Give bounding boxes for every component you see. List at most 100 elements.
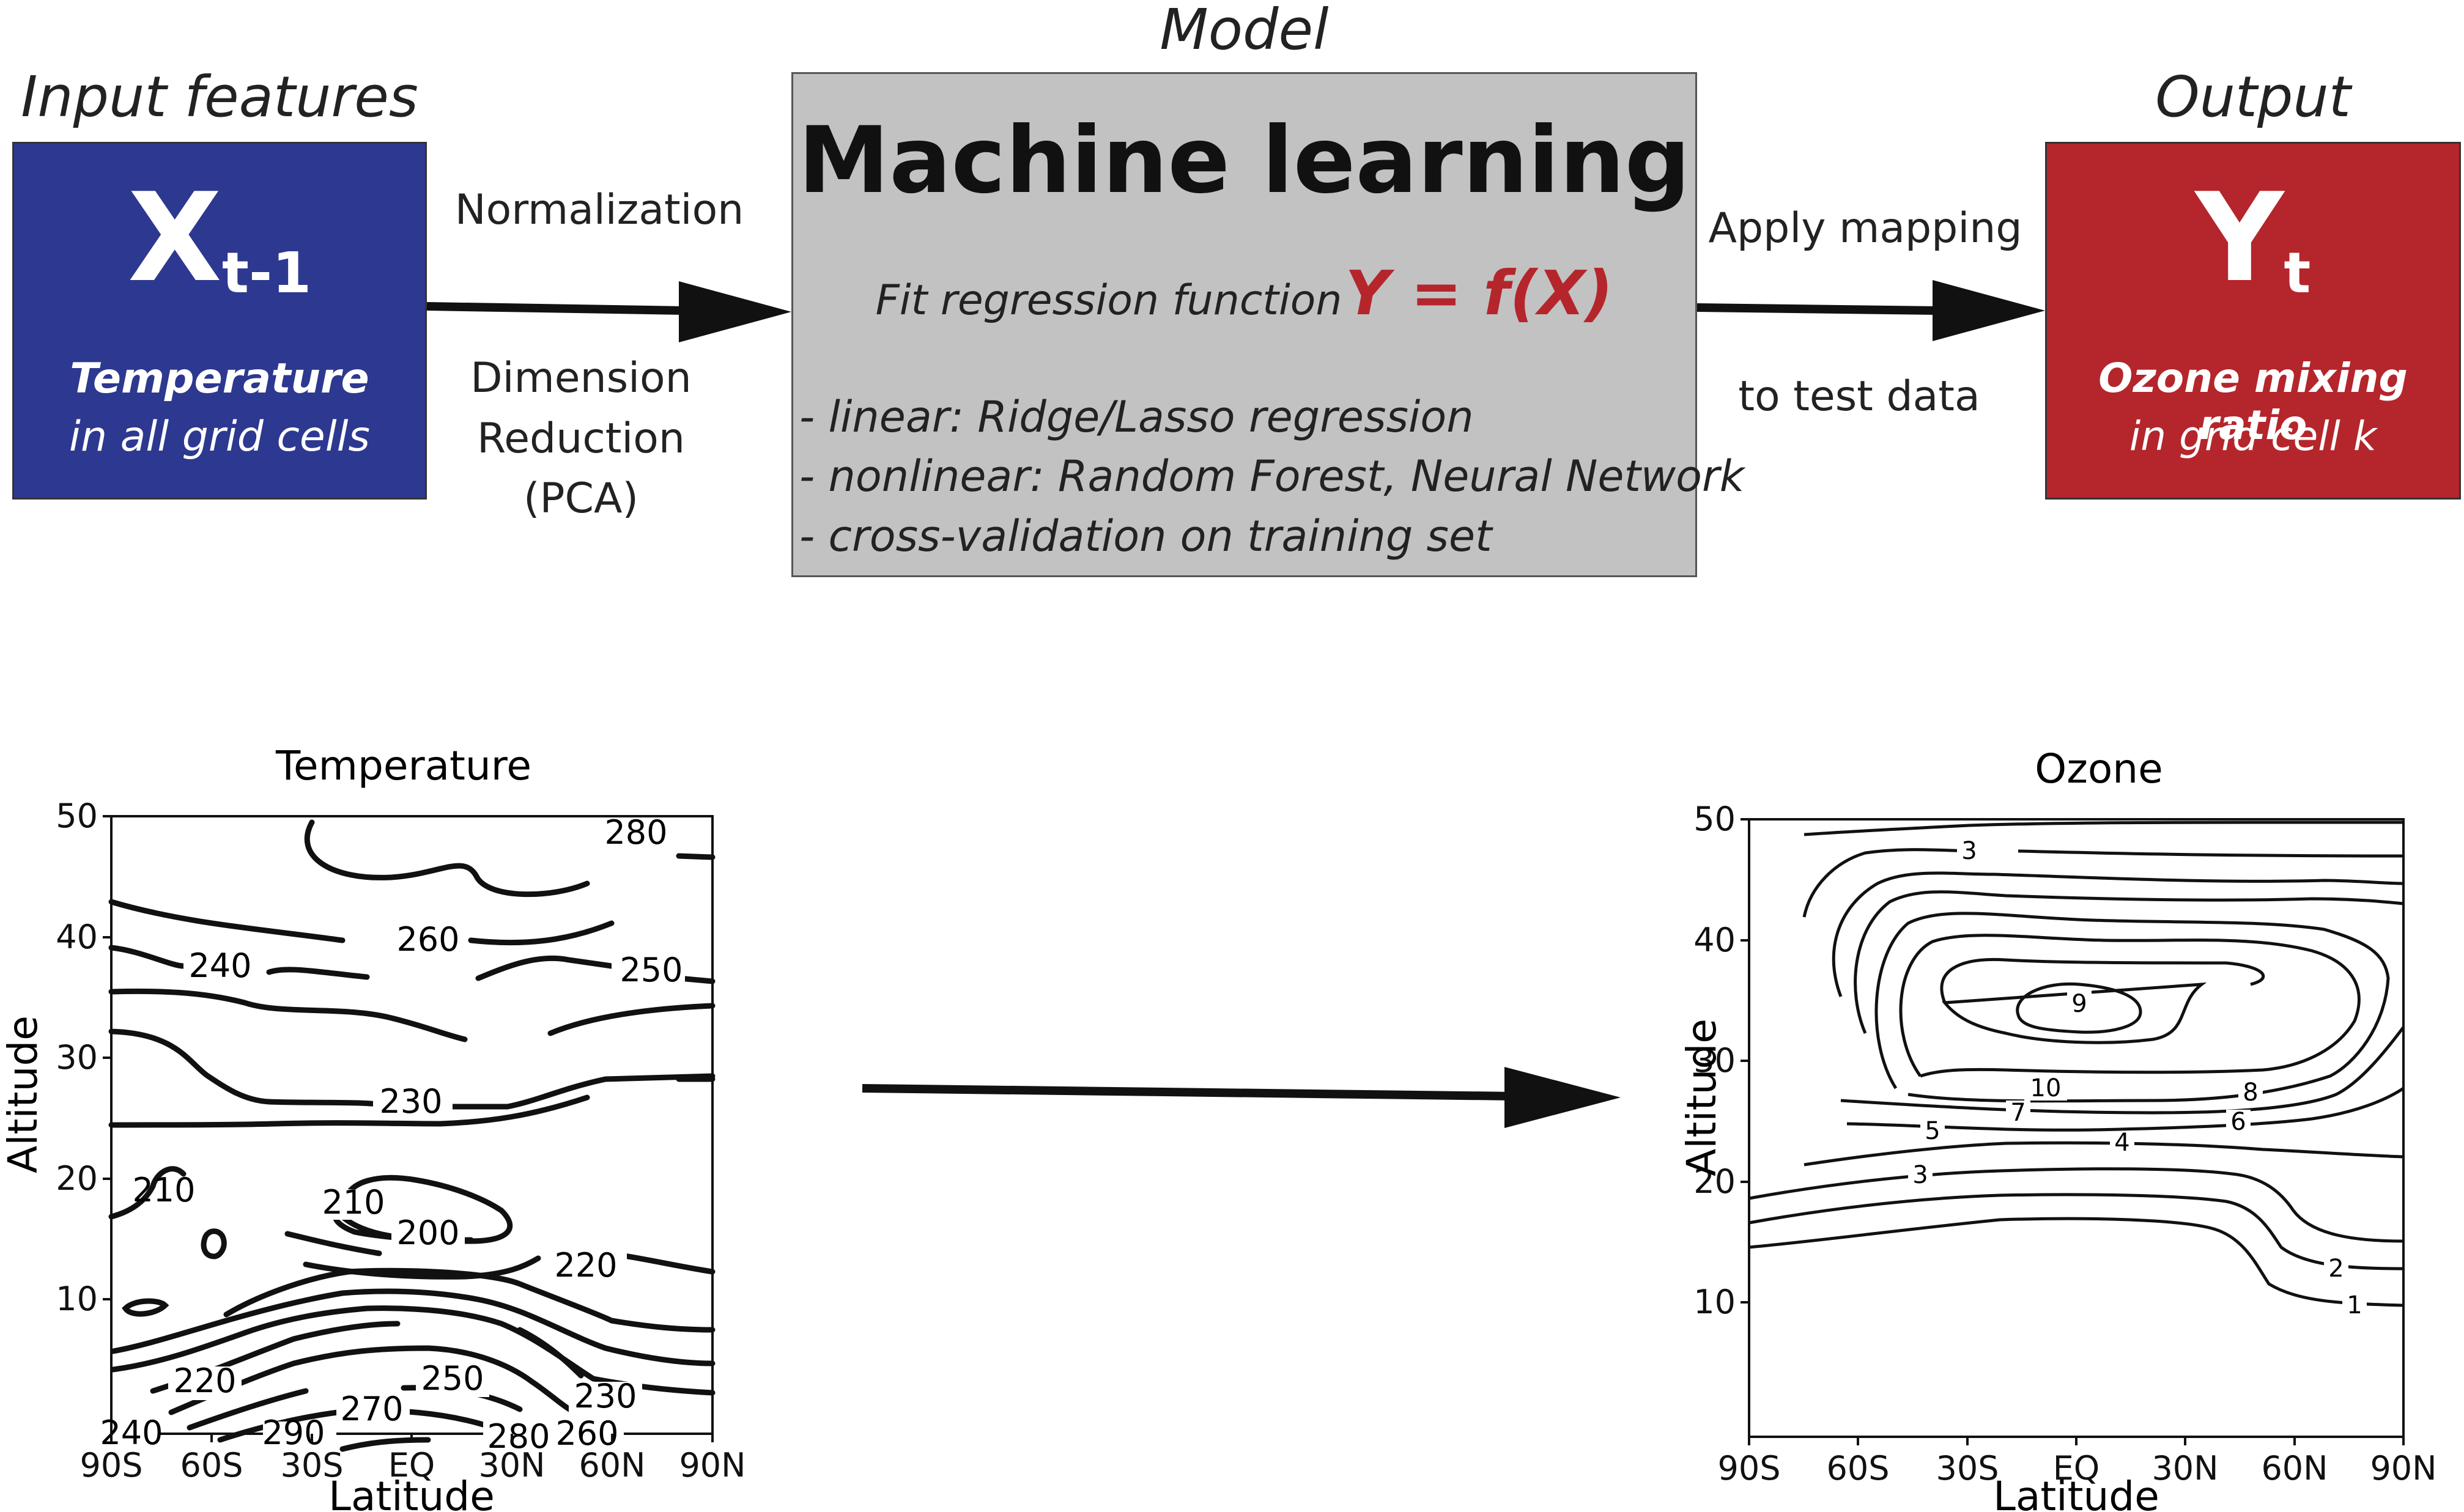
- output-box: Yt Ozone mixing ratio in grid cell k: [2045, 142, 2461, 500]
- model-header: Model: [1160, 0, 1329, 62]
- ozone-label-5: 5: [1925, 1117, 1940, 1145]
- temp-contour-small-loop: [201, 1228, 227, 1259]
- temp-ytick-40: 40: [56, 918, 98, 956]
- model-bullet-3: - cross-validation on training set: [799, 511, 1492, 561]
- arrow1-label-above: Normalization: [454, 186, 744, 234]
- temp-xtick-EQ: EQ: [388, 1446, 435, 1484]
- ozone-label-10: 10: [2030, 1074, 2062, 1102]
- ozone-label-2: 2: [2328, 1255, 2344, 1283]
- input-subscript: t-1: [222, 240, 312, 306]
- temp-xtick-marks: [110, 1434, 714, 1442]
- ozone-xtick-60S: 60S: [1827, 1449, 1890, 1488]
- ozone-contour-outer-1: [1802, 848, 2404, 918]
- temp-xtick-30N: 30N: [478, 1446, 545, 1484]
- ozone-label-8: 8: [2243, 1079, 2258, 1107]
- ozone-label-3-top: 3: [1961, 837, 1977, 865]
- temp-contour-230: [108, 1028, 716, 1110]
- output-line2: in grid cell k: [2129, 413, 2377, 460]
- temp-xlabel: Latitude: [328, 1473, 495, 1512]
- temp-contour-200: [331, 1175, 513, 1244]
- temp-label-230: 230: [379, 1082, 442, 1121]
- ozone-contour-outer-3: [1854, 890, 2404, 1034]
- ozone-contour-1: [1748, 1217, 2404, 1307]
- temp-ytick-10: 10: [56, 1280, 98, 1318]
- temp-label-270: 270: [340, 1390, 403, 1428]
- temp-contour-210-top: [108, 1076, 716, 1128]
- ozone-xtick-30N: 30N: [2151, 1449, 2218, 1488]
- model-box: Machine learning Fit regression function…: [791, 72, 1744, 577]
- arrow3-shaft: [862, 1084, 1517, 1101]
- arrow1-below-line1: Dimension: [470, 354, 692, 402]
- ozone-xtick-marks: [1748, 1437, 2405, 1445]
- ozone-ytick-50: 50: [1693, 800, 1736, 838]
- ozone-label-1: 1: [2347, 1291, 2362, 1319]
- temp-contour-210-left: [108, 1166, 187, 1220]
- ozone-contours: [1748, 821, 2405, 1307]
- ozone-label-7: 7: [2010, 1099, 2026, 1127]
- temp-label-260-lower: 260: [555, 1414, 618, 1453]
- temp-label-280-top: 280: [604, 813, 667, 852]
- ozone-ytick-marks: [1741, 818, 1749, 1304]
- ozone-ytick-20: 20: [1693, 1162, 1736, 1201]
- arrow3-head: [1504, 1067, 1621, 1128]
- temp-contour-240: [108, 988, 716, 1042]
- temp-contour-280: [304, 819, 716, 898]
- temp-label-250-lower: 250: [421, 1359, 484, 1398]
- input-symbol: X: [127, 167, 222, 309]
- ozone-contour-8: [1874, 912, 2390, 1103]
- temp-contour-small-loop2: [122, 1298, 169, 1317]
- temp-label-260: 260: [396, 920, 459, 959]
- temp-label-290: 290: [262, 1414, 325, 1452]
- arrow2-shaft: [1696, 303, 1939, 315]
- temp-label-220-right: 220: [554, 1246, 617, 1285]
- output-subscript: t: [2284, 240, 2311, 306]
- ozone-label-4: 4: [2114, 1129, 2129, 1157]
- temp-contours: [108, 819, 716, 1452]
- ozone-contour-outer-2: [1832, 871, 2404, 997]
- temp-label-230-lower: 230: [574, 1377, 637, 1415]
- ozone-xtick-90S: 90S: [1718, 1449, 1781, 1488]
- temp-label-280-lower: 280: [487, 1417, 550, 1456]
- temp-xtick-90N: 90N: [679, 1446, 745, 1484]
- arrow2-label-below: to test data: [1738, 372, 1980, 421]
- ozone-ytick-40: 40: [1693, 921, 1736, 959]
- temp-ytick-20: 20: [56, 1159, 98, 1198]
- model-bullet-1: - linear: Ridge/Lasso regression: [799, 392, 1474, 442]
- temp-ytick-30: 30: [56, 1038, 98, 1077]
- temp-contour-220-mid: [303, 1255, 541, 1280]
- ozone-ylabel: Altitude: [1678, 1019, 1725, 1176]
- arrow1-below-line2: Reduction: [477, 414, 685, 463]
- fit-text: Fit regression function: [875, 276, 1342, 325]
- temp-xtick-90S: 90S: [80, 1446, 143, 1484]
- input-line1: Temperature: [70, 355, 369, 403]
- temp-label-220-left: 220: [173, 1362, 236, 1400]
- ozone-label-6: 6: [2230, 1108, 2246, 1136]
- temp-chart-title: Temperature: [275, 746, 531, 789]
- temperature-chart: Temperature 280 260 240 250 230 210 210: [0, 746, 746, 1512]
- temp-xtick-60S: 60S: [180, 1446, 243, 1484]
- ozone-xtick-90N: 90N: [2370, 1449, 2436, 1488]
- ozone-contour-2: [1748, 1193, 2404, 1270]
- input-header: Input features: [21, 64, 418, 130]
- output-symbol: Y: [2195, 167, 2284, 309]
- temp-ylabel: Altitude: [0, 1016, 46, 1173]
- fit-equation: Y = f(X): [1345, 257, 1613, 329]
- arrow1-shaft: [426, 302, 686, 315]
- temp-label-210-left: 210: [132, 1171, 195, 1209]
- ozone-xlabel: Latitude: [1993, 1473, 2159, 1512]
- ozone-contour-9: [1940, 957, 2265, 1044]
- ozone-label-9: 9: [2071, 990, 2087, 1018]
- input-line2: in all grid cells: [69, 413, 370, 461]
- temp-xtick-30S: 30S: [281, 1446, 344, 1484]
- temp-contour-220-left: [223, 1267, 716, 1333]
- temp-contour-260-lower: [168, 1345, 578, 1415]
- ozone-xtick-60N: 60N: [2261, 1449, 2328, 1488]
- temp-contour-230-lower: [110, 1288, 716, 1366]
- temp-label-200: 200: [396, 1214, 459, 1252]
- temp-label-240: 240: [188, 946, 251, 985]
- arrow2-head: [1933, 280, 2045, 341]
- model-bullet-2: - nonlinear: Random Forest, Neural Netwo…: [799, 451, 1745, 501]
- temp-contour-250-left: [108, 945, 370, 980]
- arrow2-label-above: Apply mapping: [1708, 204, 2022, 253]
